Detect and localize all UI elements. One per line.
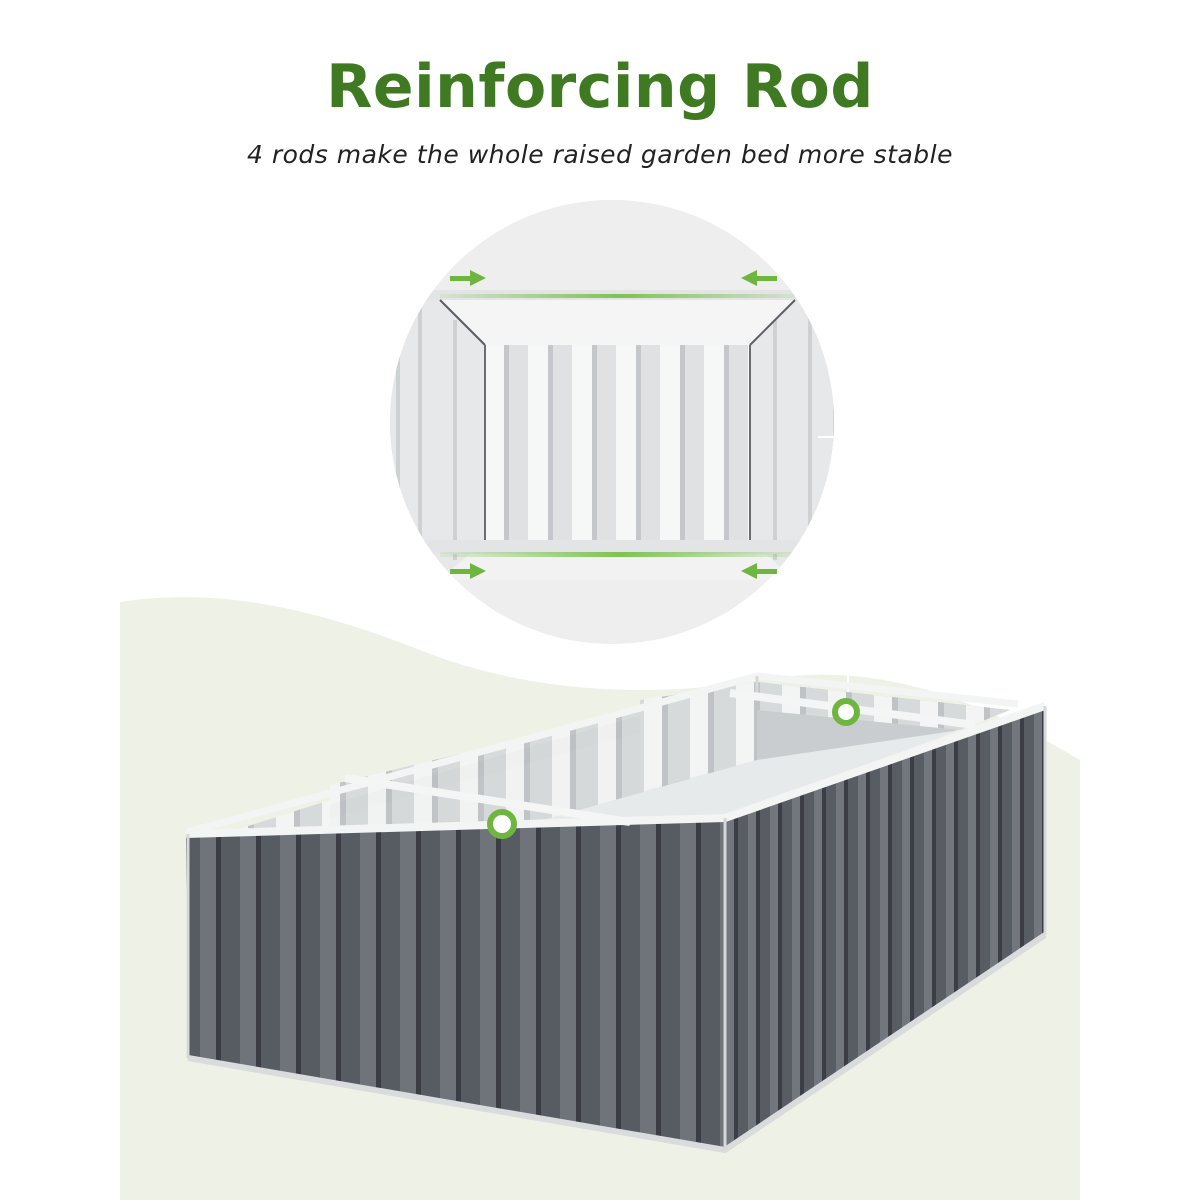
ring-marker-icon [487, 809, 517, 839]
page-subtitle: 4 rods make the whole raised garden bed … [246, 140, 954, 169]
arrow-right-icon [450, 563, 486, 579]
page-title: Reinforcing Rod [326, 52, 874, 122]
zoom-detail-circle [390, 200, 834, 644]
arrow-left-icon [741, 563, 777, 579]
arrow-left-icon [741, 270, 777, 286]
callout-line [818, 436, 849, 706]
reinforcing-rod-left [344, 774, 631, 826]
raised-garden-bed [185, 672, 1047, 1153]
ring-marker-icon [832, 698, 860, 726]
arrow-right-icon [450, 270, 486, 286]
